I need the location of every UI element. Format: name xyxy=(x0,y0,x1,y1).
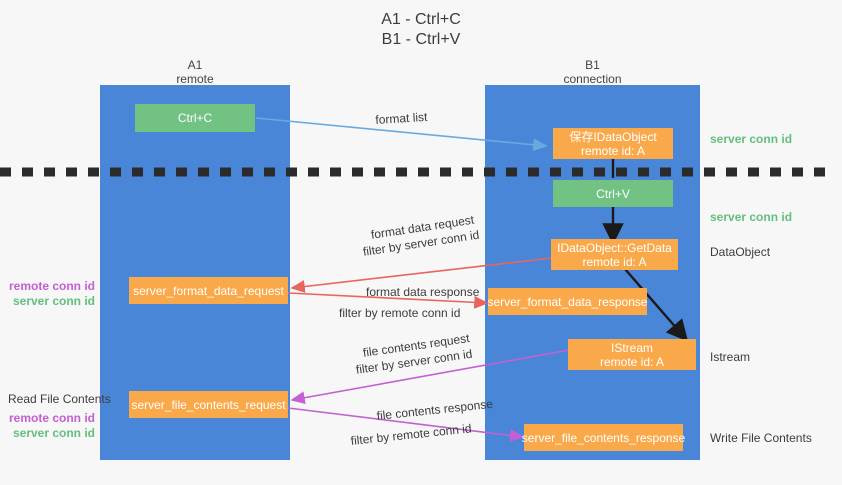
box-idataobject-getdata-line2: remote id: A xyxy=(582,254,647,269)
box-server-format-data-request[interactable]: server_format_data_request xyxy=(129,277,288,304)
edge-label-file-contents-response-text: file contents response xyxy=(376,396,494,423)
left-label-conn-ids-2: remote conn id server conn id xyxy=(0,411,95,441)
right-label-server-conn-id-mid: server conn id xyxy=(710,210,792,225)
filter-value-remote-conn-id: remote conn id xyxy=(381,306,461,320)
filter-prefix-2: filter by xyxy=(339,306,382,320)
lane-header-b1-sub: connection xyxy=(563,72,622,86)
left-label-read-file-contents: Read File Contents xyxy=(8,392,111,407)
edge-label-format-list-text: format list xyxy=(375,109,428,127)
lane-header-b1-name: B1 xyxy=(585,58,600,72)
box-server-format-data-request-label: server_format_data_request xyxy=(133,283,284,298)
box-server-file-contents-request[interactable]: server_file_contents_request xyxy=(129,391,288,418)
left-label-server-conn-id-2: server conn id xyxy=(12,426,95,440)
box-istream-line1: IStream xyxy=(610,340,653,355)
box-istream[interactable]: IStream remote id: A xyxy=(568,339,696,370)
edge-label-file-contents-response-filter: filter by remote conn id xyxy=(350,421,472,449)
left-label-conn-ids-1: remote conn id server conn id xyxy=(0,279,95,309)
page-title: A1 - Ctrl+C B1 - Ctrl+V xyxy=(0,10,842,50)
edge-label-format-list: format list xyxy=(375,110,428,128)
box-istream-line2: remote id: A xyxy=(599,354,665,369)
title-line-1: A1 - Ctrl+C xyxy=(381,11,461,28)
box-server-file-contents-request-label: server_file_contents_request xyxy=(131,397,286,412)
right-label-istream-text: Istream xyxy=(710,350,751,364)
box-ctrl-v[interactable]: Ctrl+V xyxy=(553,180,673,207)
box-ctrl-v-label: Ctrl+V xyxy=(596,186,630,201)
right-label-dataobject: DataObject xyxy=(710,245,770,260)
left-label-server-conn-id-1: server conn id xyxy=(12,294,95,308)
right-label-write-file-contents-text: Write File Contents xyxy=(710,431,812,445)
left-label-remote-conn-id-2: remote conn id xyxy=(8,411,95,425)
left-label-read-file-contents-text: Read File Contents xyxy=(8,392,111,406)
filter-prefix: filter by xyxy=(362,238,406,259)
left-label-remote-conn-id-1: remote conn id xyxy=(8,279,95,293)
box-save-idataobject-line1: 保存IDataObject xyxy=(569,129,657,144)
right-label-server-conn-id-top: server conn id xyxy=(710,132,792,147)
right-label-istream: Istream xyxy=(710,350,750,365)
edge-label-format-data-response-filter: filter by remote conn id xyxy=(339,306,460,321)
lane-header-a1: A1 remote xyxy=(100,58,290,86)
filter-value-remote-conn-id-2: remote conn id xyxy=(391,421,473,444)
filter-prefix-4: filter by xyxy=(350,429,394,448)
edge-label-format-data-response-text: format data response xyxy=(366,285,480,299)
right-label-server-conn-id-top-text: server conn id xyxy=(710,132,793,146)
box-idataobject-getdata-line1: IDataObject::GetData xyxy=(557,240,672,255)
filter-prefix-3: filter by xyxy=(355,357,399,377)
box-server-format-data-response-label: server_format_data_response xyxy=(487,294,648,309)
box-save-idataobject-line2: remote id: A xyxy=(580,143,646,158)
right-label-write-file-contents: Write File Contents xyxy=(710,431,812,446)
lane-header-a1-name: A1 xyxy=(187,58,203,72)
box-server-file-contents-response[interactable]: server_file_contents_response xyxy=(521,424,686,451)
box-ctrl-c-label: Ctrl+C xyxy=(177,111,213,125)
edge-label-format-data-response: format data response xyxy=(366,285,479,300)
title-line-2: B1 - Ctrl+V xyxy=(381,31,461,48)
right-label-dataobject-text: DataObject xyxy=(710,245,771,259)
right-label-server-conn-id-mid-text: server conn id xyxy=(710,210,793,224)
lane-header-a1-sub: remote xyxy=(176,72,214,86)
lane-header-b1: B1 connection xyxy=(485,58,700,86)
box-server-format-data-response[interactable]: server_format_data_response xyxy=(487,288,648,315)
box-save-idataobject[interactable]: 保存IDataObject remote id: A xyxy=(553,128,673,159)
box-server-file-contents-response-label: server_file_contents_response xyxy=(521,430,686,445)
box-ctrl-c[interactable]: Ctrl+C xyxy=(135,104,255,132)
edge-label-file-contents-response: file contents response xyxy=(376,397,494,424)
box-idataobject-getdata[interactable]: IDataObject::GetData remote id: A xyxy=(551,239,678,270)
